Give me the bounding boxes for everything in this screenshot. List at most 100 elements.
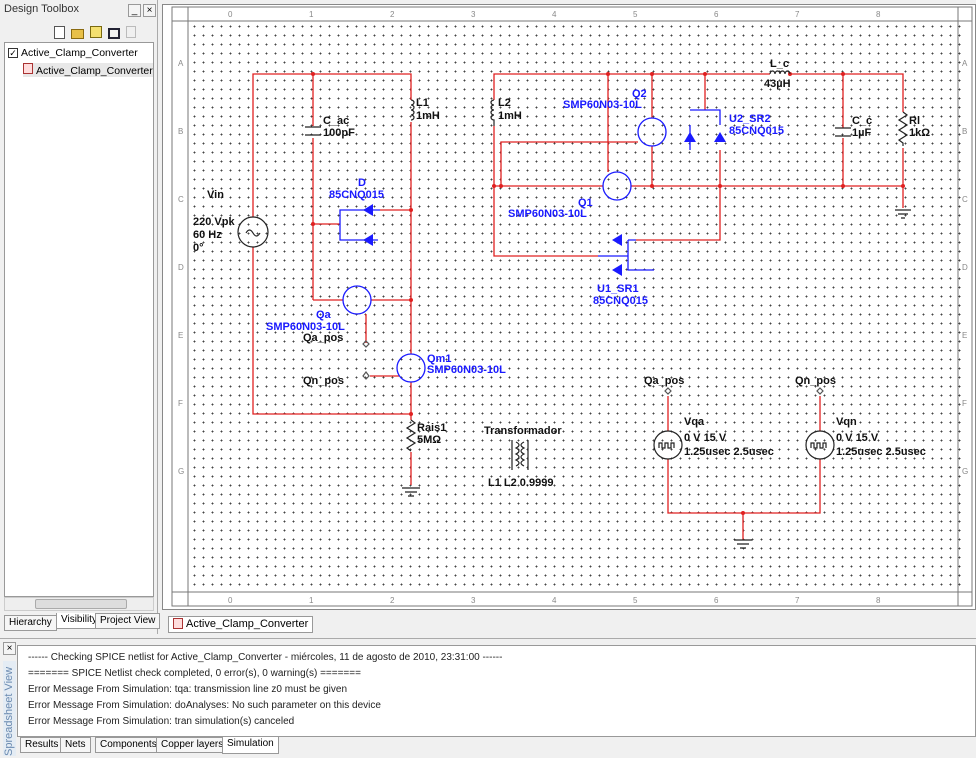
svg-text:L_c: L_c (770, 58, 789, 70)
mosfet-icon (637, 117, 667, 147)
close-icon[interactable]: × (143, 4, 156, 17)
tab-project-view[interactable]: Project View (95, 613, 161, 629)
transformer-icon (511, 440, 529, 470)
ruler-row-label: A (178, 59, 184, 68)
resistor-icon (897, 111, 909, 146)
log-line: ------ Checking SPICE netlist for Active… (28, 652, 503, 663)
svg-text:U1_SR1: U1_SR1 (597, 283, 639, 295)
svg-text:U2_SR2: U2_SR2 (729, 113, 771, 125)
pulse-source-icon (653, 430, 683, 460)
svg-text:5MΩ: 5MΩ (417, 434, 441, 446)
mosfet-icon (342, 285, 372, 315)
svg-text:Q2: Q2 (632, 88, 647, 100)
log-line: Error Message From Simulation: tran simu… (28, 716, 295, 727)
tab-results[interactable]: Results (20, 737, 64, 753)
tab-schematic[interactable]: Active_Clamp_Converter (168, 616, 314, 633)
ruler-col-label: 5 (633, 10, 638, 19)
svg-text:L2: L2 (498, 97, 511, 109)
svg-text:D: D (358, 177, 366, 189)
svg-text:85CNQ015: 85CNQ015 (329, 189, 384, 201)
svg-text:Rais1: Rais1 (417, 422, 446, 434)
tab-copper-layers[interactable]: Copper layers (156, 737, 229, 753)
open-folder-icon[interactable] (71, 29, 84, 39)
ruler-col-label: 0 (228, 596, 233, 605)
inductor-icon (410, 99, 415, 121)
schematic-sheet-icon (23, 63, 33, 74)
resistor-icon (405, 419, 417, 452)
ruler-col-label: 8 (876, 596, 881, 605)
ruler-col-label: 4 (552, 596, 557, 605)
hierarchy-tree: ✓Active_Clamp_Converter Active_Clamp_Con… (4, 42, 154, 597)
ruler-row-label: C (962, 195, 968, 204)
new-sheet-icon[interactable] (108, 28, 120, 39)
svg-text:L1 L2 0.9999: L1 L2 0.9999 (488, 477, 553, 489)
tab-simulation[interactable]: Simulation (222, 737, 279, 754)
schematic-sheet-icon (173, 618, 183, 629)
ruler-col-label: 8 (876, 10, 881, 19)
ground-icon (402, 209, 911, 549)
ruler-col-label: 2 (390, 10, 395, 19)
tab-label: Active_Clamp_Converter (186, 618, 309, 630)
svg-text:Qn_pos: Qn_pos (303, 375, 344, 387)
panel-title: Design Toolbox (4, 3, 80, 15)
wires (252, 73, 904, 540)
svg-text:1µF: 1µF (852, 127, 871, 139)
grid (190, 22, 966, 592)
pulse-source-icon (805, 430, 835, 460)
ruler-row-label: D (178, 263, 184, 272)
ruler-col-label: 1 (309, 596, 314, 605)
svg-text:Rl: Rl (909, 115, 920, 127)
new-file-icon[interactable] (54, 26, 65, 39)
ruler-row-label: G (178, 467, 184, 476)
tree-label: Active_Clamp_Converter (21, 47, 138, 59)
ruler-row-label: D (962, 263, 968, 272)
svg-text:43µH: 43µH (764, 78, 791, 90)
toolbox-toolbar (54, 26, 136, 39)
passive-parts (237, 70, 911, 549)
ruler-col-label: 2 (390, 596, 395, 605)
svg-text:Vqn: Vqn (836, 416, 857, 428)
svg-text:SMP60N03-10L: SMP60N03-10L (427, 364, 506, 376)
capacitor-icon (835, 127, 851, 137)
svg-text:Qa_pos: Qa_pos (644, 375, 684, 387)
checkbox-icon[interactable]: ✓ (8, 48, 18, 58)
minimize-button[interactable]: _ (128, 4, 141, 17)
ruler-col-label: 5 (633, 596, 638, 605)
svg-text:100pF: 100pF (323, 127, 355, 139)
svg-text:L1: L1 (416, 97, 429, 109)
ruler-col-label: 1 (309, 10, 314, 19)
design-toolbox-panel: Design Toolbox _ × ✓Active_Clamp_Convert… (0, 0, 161, 634)
svg-text:Transformador: Transformador (484, 425, 562, 437)
semiconductors (339, 109, 721, 383)
tab-nets[interactable]: Nets (60, 737, 91, 753)
svg-text:0 V 15 V: 0 V 15 V (684, 432, 727, 444)
simulation-log: ------ Checking SPICE netlist for Active… (17, 645, 976, 737)
connector-icon (362, 340, 824, 395)
horizontal-scrollbar[interactable] (4, 597, 154, 611)
svg-text:C_ac: C_ac (323, 115, 349, 127)
inductor-icon (490, 99, 495, 126)
ruler-col-label: 0 (228, 10, 233, 19)
inductor-icon (769, 70, 791, 75)
save-icon[interactable] (90, 26, 102, 38)
diode-icons (363, 132, 726, 276)
log-line: ======= SPICE Netlist check completed, 0… (28, 668, 361, 679)
close-icon[interactable]: × (3, 642, 16, 655)
ruler-col-label: 6 (714, 10, 719, 19)
tree-item-sheet[interactable]: Active_Clamp_Converter (23, 63, 153, 77)
ruler-row-label: E (962, 331, 967, 340)
tab-components[interactable]: Components (95, 737, 162, 753)
svg-text:Qa: Qa (316, 309, 332, 321)
tree-item-project[interactable]: ✓Active_Clamp_Converter (8, 47, 138, 59)
mosfet-icon (396, 353, 426, 383)
ruler-col-label: 6 (714, 596, 719, 605)
ruler-row-label: B (178, 127, 183, 136)
svg-text:1mH: 1mH (498, 110, 522, 122)
ruler-row-label: C (178, 195, 184, 204)
svg-text:Qm1: Qm1 (427, 353, 451, 365)
tree-label: Active_Clamp_Converter (36, 65, 153, 77)
svg-text:1.25usec 2.5usec: 1.25usec 2.5usec (684, 446, 774, 458)
scrollbar-thumb[interactable] (35, 599, 127, 609)
ruler-row-label: F (178, 399, 183, 408)
ruler-row-label: F (962, 399, 967, 408)
